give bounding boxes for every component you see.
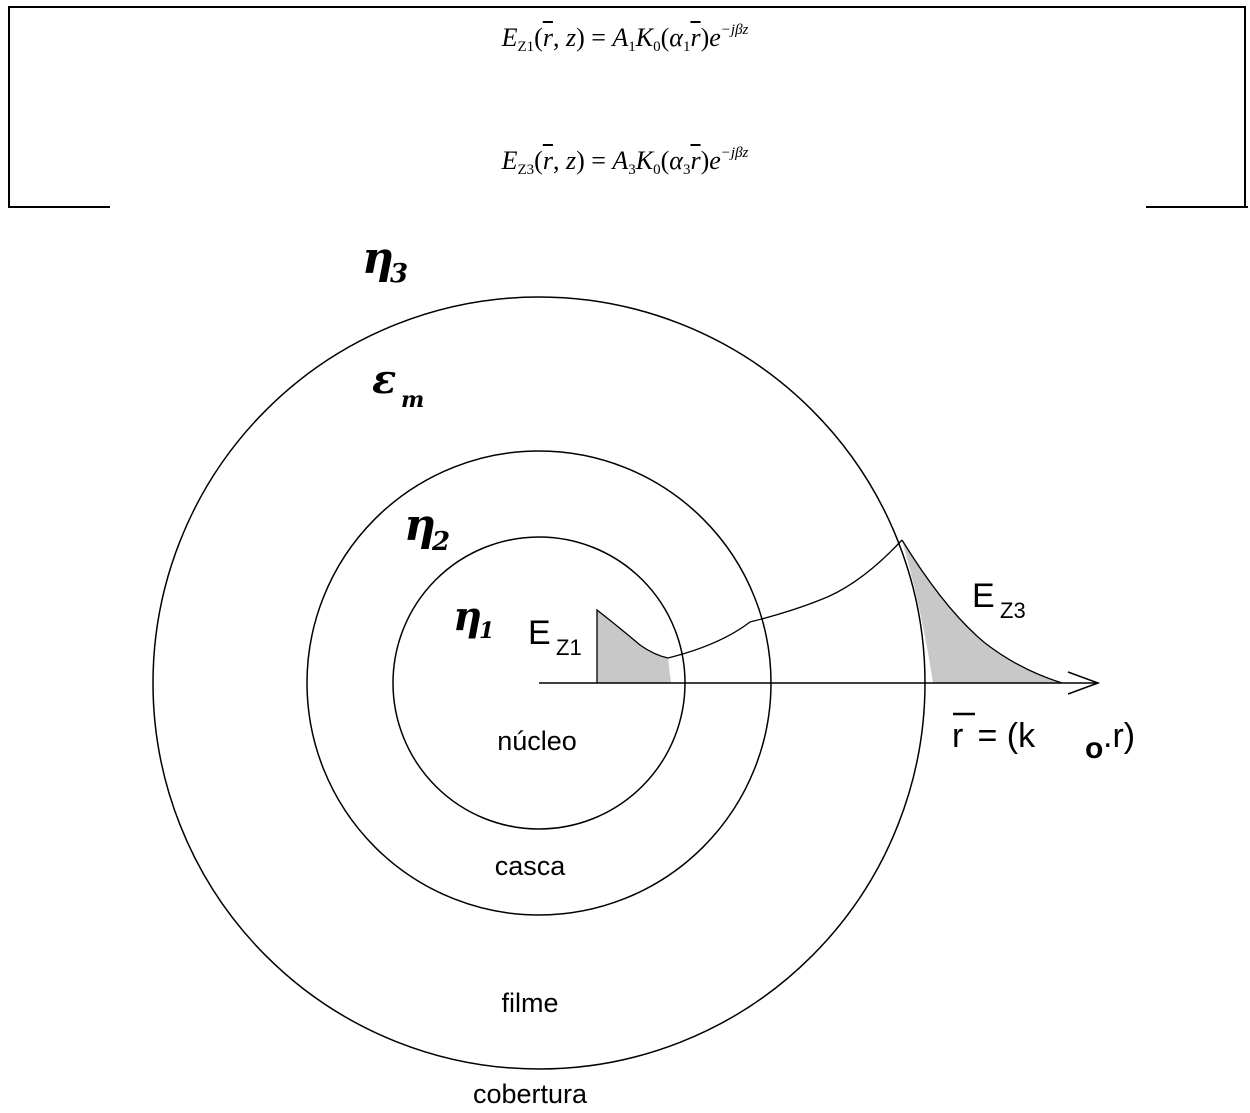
ez3-field-edge bbox=[901, 539, 1063, 684]
eq1-alpha: α bbox=[669, 23, 683, 52]
label-ez3: E bbox=[972, 577, 995, 615]
eq2-lhs-subscript: Z3 bbox=[517, 162, 535, 178]
eq2-bessel: K bbox=[635, 146, 654, 175]
label-ez1-sub: Z1 bbox=[556, 635, 582, 660]
eq1-exponent: −jβz bbox=[720, 22, 749, 38]
label-n1-sub: 1 bbox=[479, 618, 494, 644]
eq2-lhs-symbol: E bbox=[501, 146, 518, 175]
label-ez3-sub: Z3 bbox=[1000, 598, 1026, 623]
radial-axis-arrowhead bbox=[1067, 671, 1101, 695]
ez1-shaded-field bbox=[597, 610, 671, 683]
axis-label-k-sub: o bbox=[1085, 732, 1103, 765]
label-em-sub: m bbox=[401, 387, 424, 413]
label-cover: cobertura bbox=[473, 1079, 588, 1109]
label-n2-sub: 2 bbox=[431, 527, 450, 557]
axis-label-rest-open: = (k bbox=[968, 717, 1036, 755]
equation-ez3: EZ3(r, z) = A3K0(α3r)e−jβz bbox=[501, 145, 749, 178]
eq2-bessel-arg-r: r bbox=[690, 146, 701, 175]
label-em: ε bbox=[372, 356, 396, 403]
ez3-shaded-field bbox=[902, 540, 1062, 683]
eq1-lhs-symbol: E bbox=[501, 23, 518, 52]
eq1-bessel-order: 0 bbox=[653, 39, 661, 55]
eq1-exp-base: e bbox=[709, 23, 721, 52]
eq2-bessel-order: 0 bbox=[653, 162, 661, 178]
equation-box-bottom-left bbox=[8, 206, 110, 208]
eq2-arg-r: r bbox=[542, 146, 553, 175]
label-n1: η bbox=[453, 593, 482, 640]
equation-box bbox=[8, 6, 1246, 206]
eq1-arg-r: r bbox=[542, 23, 553, 52]
eq2-arg-z: z bbox=[565, 146, 577, 175]
eq1-alpha-subscript: 1 bbox=[682, 39, 691, 55]
axis-label-rest-close: .r) bbox=[1103, 717, 1135, 755]
eq1-arg-z: z bbox=[565, 23, 577, 52]
eq2-exponent: −jβz bbox=[720, 145, 749, 161]
eq2-amplitude-subscript: 3 bbox=[628, 162, 636, 178]
eq2-amplitude: A bbox=[612, 146, 629, 175]
label-core: núcleo bbox=[497, 726, 577, 756]
ez1-field-edge bbox=[596, 608, 669, 683]
label-n3-sub: 3 bbox=[390, 259, 408, 289]
eq2-alpha-subscript: 3 bbox=[682, 162, 691, 178]
label-n3: η bbox=[362, 233, 394, 284]
eq1-bessel-arg-r: r bbox=[690, 23, 701, 52]
eq1-amplitude-subscript: 1 bbox=[628, 39, 636, 55]
eq2-exp-base: e bbox=[709, 146, 721, 175]
eq1-bessel: K bbox=[635, 23, 654, 52]
label-ez1: E bbox=[528, 614, 551, 652]
equation-ez1: EZ1(r, z) = A1K0(α1r)e−jβz bbox=[501, 22, 749, 55]
eq1-amplitude: A bbox=[612, 23, 629, 52]
equation-box-bottom-right bbox=[1146, 206, 1248, 208]
eq2-alpha: α bbox=[669, 146, 683, 175]
eq1-lhs-subscript: Z1 bbox=[517, 39, 535, 55]
label-n2: η bbox=[404, 500, 436, 551]
axis-label-r: r bbox=[952, 717, 963, 755]
field-profile-curve bbox=[667, 539, 903, 659]
label-film: filme bbox=[501, 988, 558, 1018]
label-shell: casca bbox=[495, 851, 567, 881]
